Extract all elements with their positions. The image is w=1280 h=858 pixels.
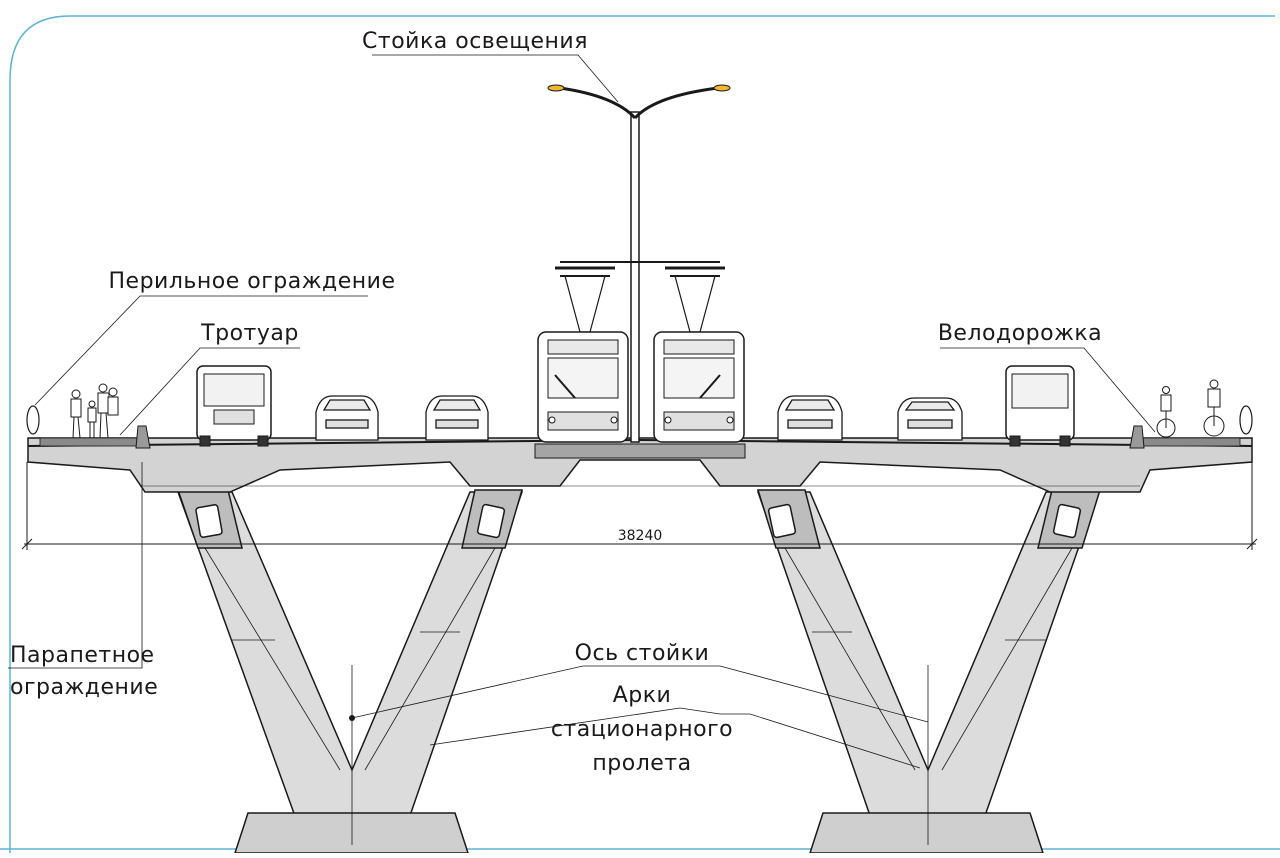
cyclists: [1156, 379, 1225, 438]
tram-track-bed: [534, 443, 746, 459]
car-1: [315, 395, 379, 441]
left-pier-footing: [233, 812, 470, 854]
pier-axis-marker: [349, 715, 355, 721]
deck-surface-line: [27, 438, 1253, 447]
width-dimension: [21, 462, 1258, 550]
car-2: [425, 395, 489, 441]
parapet-label-line2: ограждение: [10, 675, 158, 700]
bus-right: [1005, 365, 1075, 447]
lighting-pole-label: Стойка освещения: [362, 29, 588, 54]
right-railing: [1239, 405, 1253, 435]
arches-label-line1: Арки: [613, 683, 672, 708]
railing-label: Перильное ограждение: [109, 269, 396, 294]
tram-left: [537, 275, 629, 443]
car-4: [897, 397, 963, 441]
bus-left: [196, 365, 272, 447]
pedestrians: [70, 383, 119, 439]
left-parapet: [135, 425, 151, 449]
total-width-value: 38240: [618, 528, 663, 544]
sidewalk-label: Тротуар: [200, 321, 299, 346]
car-3: [777, 395, 843, 441]
arches-label-line2: стационарного: [551, 717, 733, 742]
drawing-frame: [9, 15, 1275, 853]
left-sidewalk-slab: [39, 437, 141, 447]
pier-bearing-blocks: [176, 489, 1102, 549]
bridge-deck: [27, 437, 1253, 493]
right-parapet: [1129, 425, 1145, 449]
lighting-pole: [547, 84, 731, 443]
arches-label-line3: пролета: [592, 751, 691, 776]
leader-lines: [8, 54, 1156, 769]
pier-axis-label: Ось стойки: [575, 641, 710, 666]
right-pier-footing: [808, 812, 1045, 854]
tram-right: [653, 275, 745, 443]
parapet-label-line1: Парапетное: [10, 643, 155, 668]
left-railing: [26, 405, 40, 435]
right-sidewalk-slab: [1139, 437, 1241, 447]
bike-lane-label: Велодорожка: [938, 321, 1102, 346]
